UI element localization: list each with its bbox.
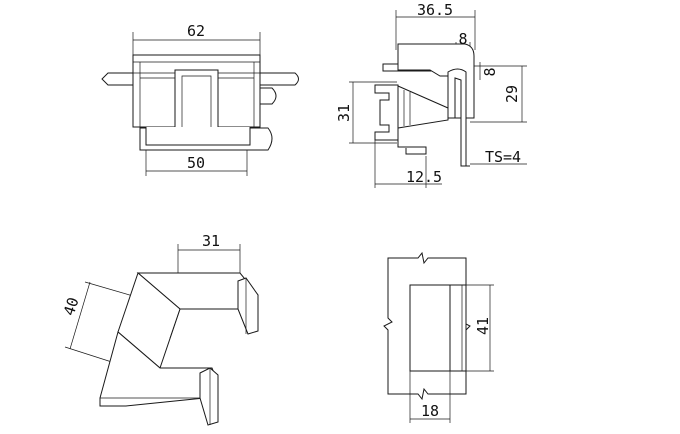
isometric-view: 31 40 bbox=[60, 232, 259, 426]
dim-31-iso: 31 bbox=[202, 232, 220, 250]
dim-31-side: 31 bbox=[335, 104, 353, 122]
dim-50: 50 bbox=[187, 154, 205, 172]
dim-8-horizontal: 8 bbox=[458, 30, 467, 48]
dim-41: 41 bbox=[474, 317, 492, 335]
dim-40-iso: 40 bbox=[60, 295, 83, 318]
dim-12-5: 12.5 bbox=[406, 168, 442, 186]
top-view: 41 18 bbox=[383, 251, 494, 423]
dim-36-5: 36.5 bbox=[417, 1, 453, 19]
dim-18: 18 bbox=[421, 402, 439, 420]
ts-4-label: TS=4 bbox=[485, 148, 521, 166]
dim-8-vertical: 8 bbox=[481, 67, 499, 76]
dim-62: 62 bbox=[187, 22, 205, 40]
front-view: 62 50 bbox=[101, 22, 299, 176]
dim-29: 29 bbox=[503, 85, 521, 103]
side-view: 36.5 8 8 29 31 bbox=[335, 1, 527, 188]
